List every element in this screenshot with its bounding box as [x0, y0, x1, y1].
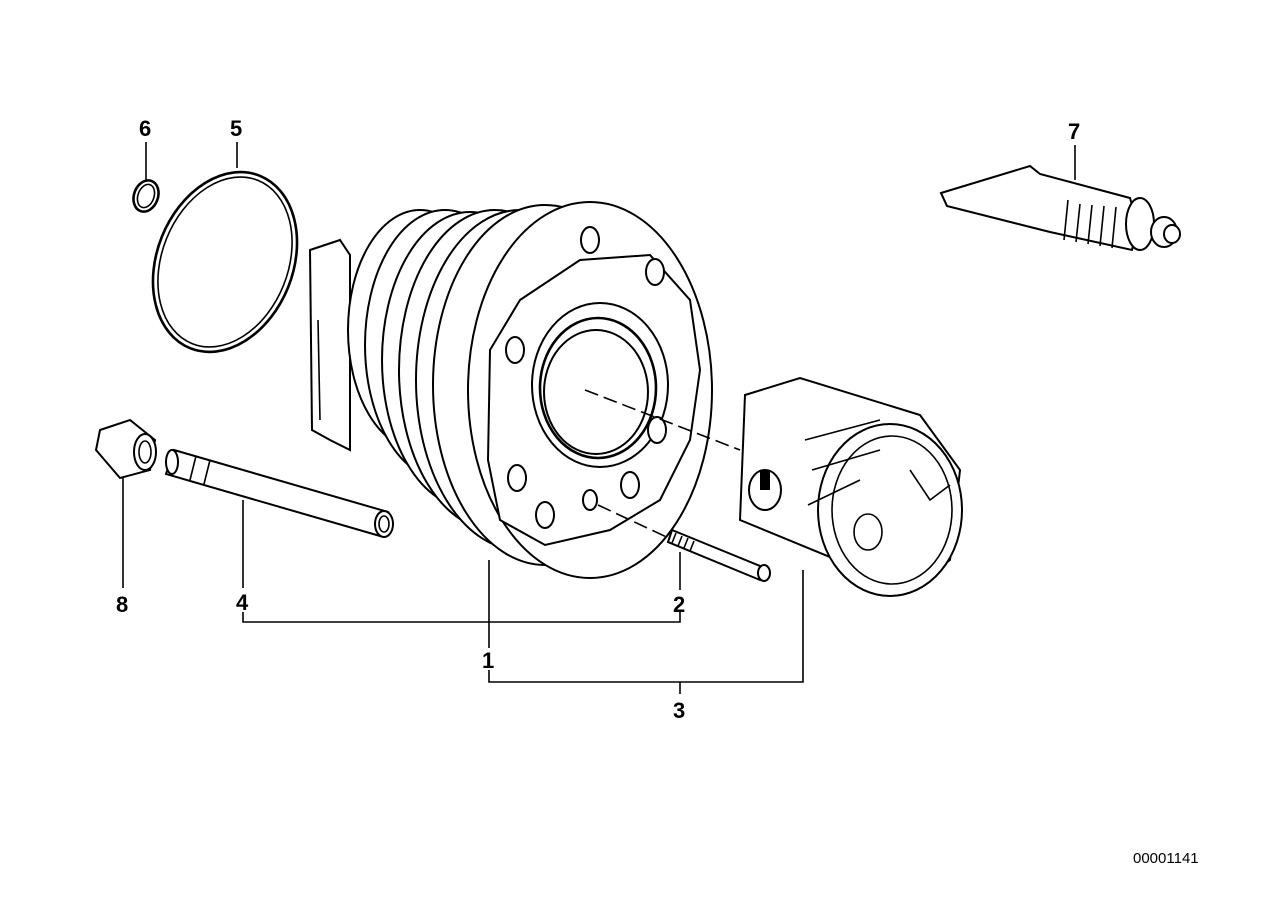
document-number: 00001141: [1133, 850, 1199, 867]
leader-lines: [122, 142, 1076, 694]
callout-4-label: 4: [236, 590, 249, 615]
cap-part[interactable]: [94, 418, 157, 480]
callout-2-label: 2: [673, 592, 685, 617]
small-seal-ring-part[interactable]: [129, 177, 162, 215]
sealant-tube-part[interactable]: [939, 164, 1181, 252]
callout-7-label: 7: [1068, 119, 1080, 144]
cylinder-part[interactable]: [308, 201, 741, 579]
callout-6-label: 6: [139, 116, 151, 141]
large-o-ring-part[interactable]: [127, 150, 323, 373]
callout-8-label: 8: [116, 592, 128, 617]
stud-bolt-part[interactable]: [666, 528, 771, 582]
callout-3-label: 3: [673, 698, 685, 723]
callout-1-label: 1: [482, 648, 494, 673]
piston-part[interactable]: [738, 376, 963, 597]
callout-5-label: 5: [230, 116, 242, 141]
sleeve-tube-part[interactable]: [164, 448, 394, 538]
